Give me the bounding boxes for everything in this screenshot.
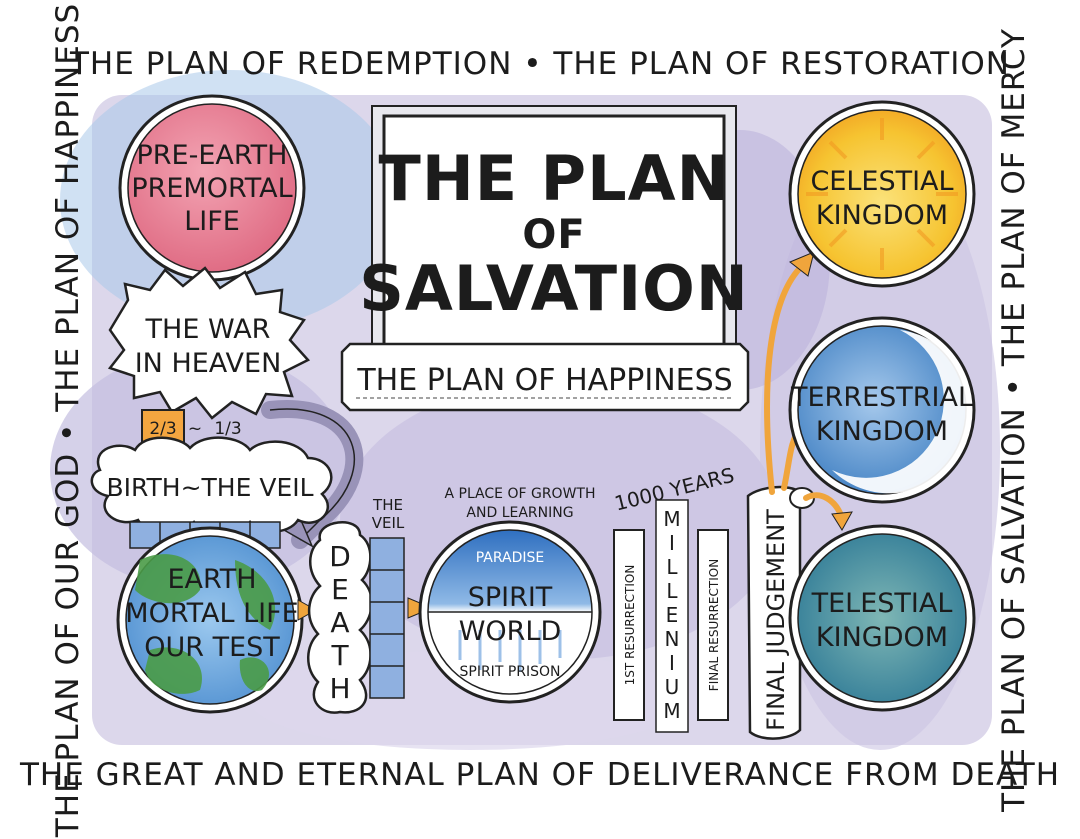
final-judgement-label: FINAL JUDGEMENT — [762, 509, 790, 731]
happiness-banner: THE PLAN OF HAPPINESS — [340, 342, 750, 412]
one-third-label: 1/3 — [214, 419, 241, 439]
millennium-letter: U — [665, 675, 680, 699]
telestial-line-1: TELESTIAL — [811, 588, 953, 619]
paradise-label: PARADISE — [476, 550, 545, 566]
earth-line-1: EARTH — [167, 564, 256, 595]
earth-line-3: OUR TEST — [144, 632, 280, 663]
death-letter: A — [330, 606, 349, 639]
growth-line-1: A PLACE OF GROWTH — [444, 486, 595, 502]
border-bottom-text: THE GREAT AND ETERNAL PLAN OF DELIVERANC… — [19, 757, 1060, 793]
spirit-world-circle: PARADISE SPIRIT WORLD SPIRIT PRISON — [418, 520, 602, 704]
veil-blocks-side — [369, 537, 405, 699]
final-judgement-scroll: FINAL JUDGEMENT — [746, 485, 815, 740]
death-letter: T — [330, 639, 349, 672]
premortal-life-circle: PRE-EARTH PREMORTAL LIFE — [118, 94, 306, 282]
millennium-letter: E — [666, 603, 679, 627]
war-line-2: IN HEAVEN — [135, 348, 282, 379]
veil-label-line-1: THE — [372, 496, 403, 514]
millennium-letter: L — [666, 555, 678, 579]
border-right-text: THE PLAN OF SALVATION • THE PLAN OF MERC… — [996, 28, 1032, 813]
millennium-letter: L — [666, 579, 678, 603]
premortal-line-3: LIFE — [184, 206, 240, 237]
arrow-right-icon — [297, 599, 318, 621]
birth-veil-label: BIRTH~THE VEIL — [106, 473, 313, 502]
final-resurrection-label: FINAL RESURRECTION — [707, 559, 721, 691]
war-line-1: THE WAR — [145, 314, 271, 345]
fraction-markers: 2/3 ~ 1/3 — [141, 400, 364, 549]
arrow-down-icon — [831, 511, 853, 531]
title-line-3: SALVATION — [359, 252, 749, 325]
premortal-line-2: PREMORTAL — [131, 173, 292, 204]
millennium-letter: M — [663, 507, 680, 531]
premortal-line-1: PRE-EARTH — [137, 140, 288, 171]
border-top-text: THE PLAN OF REDEMPTION • THE PLAN OF RES… — [69, 46, 1010, 82]
death-letter: E — [331, 573, 349, 606]
death-letter: D — [329, 540, 351, 573]
terrestrial-line-1: TERRESTRIAL — [790, 382, 973, 413]
terrestrial-line-2: KINGDOM — [816, 416, 948, 447]
millennium-letter: N — [665, 627, 680, 651]
terrestrial-kingdom-circle: TERRESTRIAL KINGDOM — [788, 316, 976, 504]
veil-label-line-2: VEIL — [372, 514, 405, 532]
earth-line-2: MORTAL LIFE — [125, 598, 298, 629]
millennium-letter: M — [663, 699, 680, 723]
spirit-world-line-2: WORLD — [459, 616, 562, 647]
telestial-line-2: KINGDOM — [816, 622, 948, 653]
title-box: THE PLAN OF SALVATION — [359, 105, 749, 359]
title-line-1: THE PLAN — [379, 142, 730, 215]
tilde-label: ~ — [188, 419, 202, 439]
celestial-kingdom-circle: CELESTIAL KINGDOM — [788, 100, 976, 288]
war-in-heaven-burst: THE WAR IN HEAVEN — [107, 266, 311, 420]
millennium-letter: I — [669, 531, 675, 555]
death-cloud: D E A T H — [307, 521, 373, 714]
earth-circle: EARTH MORTAL LIFE OUR TEST — [116, 526, 304, 714]
banner-text: THE PLAN OF HAPPINESS — [356, 363, 732, 398]
telestial-kingdom-circle: TELESTIAL KINGDOM — [788, 524, 976, 712]
celestial-line-1: CELESTIAL — [810, 166, 953, 197]
birth-veil-cloud: BIRTH~THE VEIL — [90, 436, 333, 535]
growth-line-2: AND LEARNING — [466, 505, 573, 521]
border-left-text: THE PLAN OF OUR GOD • THE PLAN OF HAPPIN… — [50, 3, 86, 838]
spirit-world-line-1: SPIRIT — [468, 582, 553, 613]
arrow-up-icon — [789, 251, 815, 277]
millennium-letter: I — [669, 651, 675, 675]
celestial-line-2: KINGDOM — [816, 200, 948, 231]
spirit-prison-label: SPIRIT PRISON — [460, 664, 561, 680]
two-thirds-label: 2/3 — [149, 419, 176, 439]
first-resurrection-label: 1ST RESURRECTION — [623, 565, 637, 686]
title-line-2: OF — [522, 212, 585, 258]
moon-icon — [832, 330, 972, 494]
death-letter: H — [329, 672, 350, 705]
